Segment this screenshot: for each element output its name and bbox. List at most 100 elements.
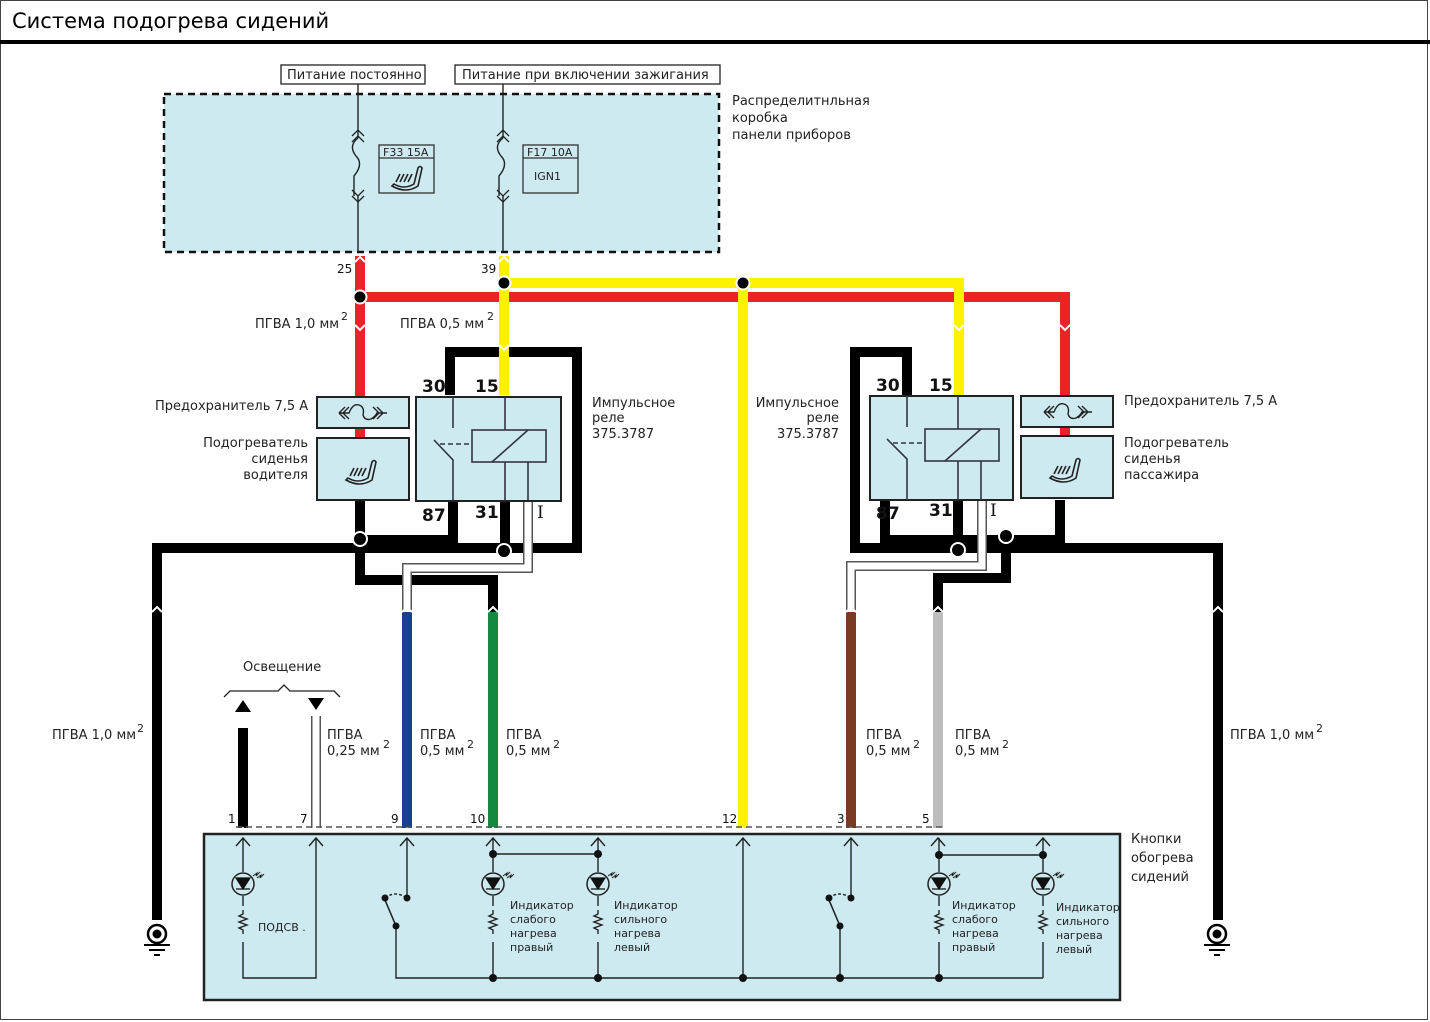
svg-text:реле: реле (806, 411, 839, 426)
ground-icon-left (142, 923, 172, 957)
wire-label-white: ПГВА (327, 728, 363, 743)
svg-text:2: 2 (913, 738, 920, 751)
wire-grey (933, 612, 943, 828)
svg-text:2: 2 (137, 722, 144, 735)
svg-text:25: 25 (337, 262, 352, 276)
driver-seat-heater (316, 437, 410, 501)
svg-text:пассажира: пассажира (1124, 468, 1199, 483)
fuse-f33: F33 15A (378, 144, 435, 194)
passenger-seat-heater (1020, 435, 1114, 499)
svg-text:нагрева: нагрева (510, 927, 557, 940)
svg-text:коробка: коробка (732, 111, 788, 126)
indicator-strong-left-2-label: Индикатор (1056, 901, 1120, 914)
wire-label-grey: ПГВА (955, 728, 991, 743)
svg-text:сиденья: сиденья (251, 452, 308, 467)
fuse-f17-line (496, 84, 506, 252)
svg-text:слабого: слабого (510, 913, 556, 926)
svg-text:слабого: слабого (952, 913, 998, 926)
svg-text:5: 5 (922, 812, 930, 826)
svg-text:реле: реле (592, 411, 625, 426)
svg-text:нагрева: нагрева (614, 927, 661, 940)
indicator-weak-right-label: Индикатор (510, 899, 574, 912)
svg-text:12: 12 (722, 812, 737, 826)
wires-black (152, 347, 1223, 920)
svg-text:0,25 мм: 0,25 мм (327, 744, 380, 759)
svg-text:2: 2 (553, 738, 560, 751)
svg-text:10: 10 (470, 812, 485, 826)
title-bar: Система подогрева сидений (0, 0, 1430, 44)
svg-text:15: 15 (475, 377, 499, 397)
svg-text:2: 2 (383, 738, 390, 751)
svg-text:сидений: сидений (1131, 870, 1189, 885)
svg-text:сиденья: сиденья (1124, 452, 1181, 467)
svg-text:3: 3 (837, 812, 845, 826)
driver-relay (415, 396, 562, 502)
svg-text:30: 30 (422, 377, 446, 397)
wires-white (311, 500, 987, 828)
page-title: Система подогрева сидений (12, 9, 330, 33)
svg-text:Питание при включении зажигани: Питание при включении зажигания (462, 68, 709, 83)
ground-icon-right (1202, 923, 1232, 957)
svg-text:87: 87 (876, 504, 900, 524)
lighting-label: Освещение (243, 660, 321, 675)
switch-panel (202, 832, 1122, 1002)
wire-blue (402, 612, 412, 828)
wires-red (355, 256, 1070, 438)
svg-text:панели приборов: панели приборов (732, 128, 851, 143)
driver-fuse (316, 396, 410, 429)
svg-text:31: 31 (929, 501, 953, 521)
svg-text:87: 87 (422, 506, 446, 526)
svg-text:0,5 мм: 0,5 мм (420, 744, 464, 759)
svg-text:1: 1 (228, 812, 236, 826)
lighting-brace (223, 684, 341, 698)
driver-fuse-label: Предохранитель 7,5 А (155, 399, 308, 414)
svg-text:39: 39 (481, 262, 496, 276)
connector-marks (151, 255, 1224, 834)
svg-text:правый: правый (510, 941, 553, 954)
driver-heater-label: Подогреватель (203, 436, 308, 451)
svg-text:левый: левый (1056, 943, 1092, 956)
svg-text:IGN1: IGN1 (534, 170, 561, 183)
passenger-relay (869, 395, 1014, 501)
svg-text:обогрева: обогрева (1131, 851, 1194, 866)
switch-panel-circuits (235, 836, 1051, 979)
svg-text:F17 10A: F17 10A (527, 146, 573, 159)
passenger-heater-label: Подогреватель (1124, 436, 1229, 451)
wire-green (488, 612, 498, 828)
svg-text:нагрева: нагрева (1056, 929, 1103, 942)
passenger-fuse-label: Предохранитель 7,5 А (1124, 394, 1277, 409)
wire-label-red: ПГВА 1,0 мм (255, 317, 339, 332)
arrow-down-icon (308, 698, 324, 710)
svg-text:левый: левый (614, 941, 650, 954)
svg-text:0,5 мм: 0,5 мм (506, 744, 550, 759)
svg-text:7: 7 (300, 812, 308, 826)
svg-text:2: 2 (1002, 738, 1009, 751)
svg-text:375.3787: 375.3787 (592, 427, 654, 442)
wire-label-green: ПГВА (506, 728, 542, 743)
svg-text:F33 15A: F33 15A (383, 146, 429, 159)
svg-text:нагрева: нагрева (952, 927, 999, 940)
fuse-f17: F17 10A IGN1 (522, 144, 579, 194)
svg-text:30: 30 (876, 376, 900, 396)
fuse-f33-line (351, 84, 361, 252)
passenger-fuse (1020, 395, 1114, 428)
svg-text:сильного: сильного (1056, 915, 1109, 928)
driver-relay-label: Импульсное (592, 396, 675, 411)
circuit-nodes (381, 850, 1047, 982)
switch-panel-label: Кнопки (1131, 832, 1181, 847)
wire-brown (846, 612, 856, 828)
svg-text:водителя: водителя (243, 468, 308, 483)
wire-label-ground-left: ПГВА 1,0 мм (52, 728, 136, 743)
svg-text:0,5 мм: 0,5 мм (955, 744, 999, 759)
arrow-up-icon (235, 700, 251, 712)
indicator-weak-right-2-label: Индикатор (952, 899, 1016, 912)
svg-text:правый: правый (952, 941, 995, 954)
svg-text:375.3787: 375.3787 (777, 427, 839, 442)
svg-text:9: 9 (391, 812, 399, 826)
wire-label-blue: ПГВА (420, 728, 456, 743)
svg-text:2: 2 (467, 738, 474, 751)
svg-text:сильного: сильного (614, 913, 667, 926)
junction-box-label: Распределитнльная (732, 94, 870, 109)
